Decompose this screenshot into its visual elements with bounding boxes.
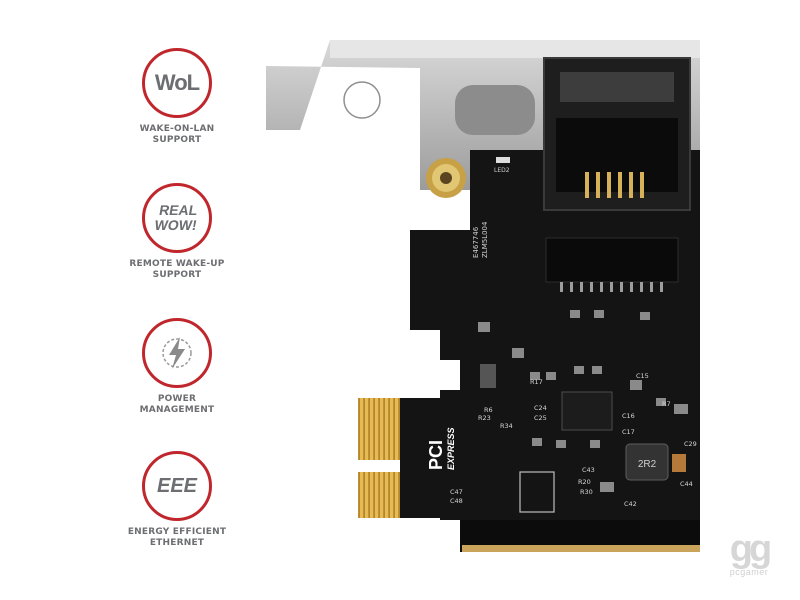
part-label: C24 (534, 404, 547, 412)
power-caption-line1: POWER (157, 394, 197, 404)
part-label: R20 (578, 478, 591, 486)
rj45-ethernet-port (543, 57, 691, 211)
wol-caption: WAKE-ON-LAN SUPPORT (118, 124, 236, 146)
lightning-chip-icon (162, 337, 192, 369)
wol-caption-line1: WAKE-ON-LAN (139, 124, 215, 134)
part-label: C25 (534, 414, 547, 422)
real-wow-caption: REMOTE WAKE-UP SUPPORT (118, 259, 236, 281)
part-label: R6 (484, 406, 493, 414)
led-label: LED2 (494, 167, 510, 174)
part-label: C17 (622, 428, 635, 436)
part-label: C44 (680, 480, 693, 488)
pcgamer-watermark: gg pcgamer (712, 528, 786, 577)
status-led (496, 157, 510, 163)
part-label: C29 (684, 440, 697, 448)
lan-transformer-chip (545, 237, 679, 292)
part-label: R17 (530, 378, 543, 386)
part-label: R30 (580, 488, 593, 496)
eee-icon: EEE (142, 451, 212, 521)
eee-caption-line1: ENERGY EFFICIENT (127, 527, 227, 537)
part-label: R7 (662, 400, 671, 408)
wol-caption-line2: SUPPORT (152, 135, 202, 145)
part-label: C48 (450, 497, 463, 505)
real-wow-caption-line1: REMOTE WAKE-UP (129, 259, 225, 269)
inductor-label: 2R2 (638, 459, 657, 470)
part-label: C42 (624, 500, 637, 508)
part-label: R23 (478, 414, 491, 422)
eee-caption-line2: ETHERNET (149, 538, 205, 548)
wol-badge-text: WoL (154, 70, 200, 95)
bracket-screw-hole (343, 81, 381, 119)
part-label: R34 (500, 422, 513, 430)
power-caption: POWER MANAGEMENT (118, 394, 236, 416)
part-label: C43 (582, 466, 595, 474)
feature-real-wow: REAL WOW! REMOTE WAKE-UP SUPPORT (118, 183, 236, 281)
real-wow-caption-line2: SUPPORT (152, 270, 202, 280)
smd-components (478, 310, 688, 492)
wol-icon: WoL (142, 48, 212, 118)
part-label: C47 (450, 488, 463, 496)
eee-badge-text: EEE (156, 474, 198, 497)
gg-logo: gg (729, 528, 772, 570)
feature-eee: EEE ENERGY EFFICIENT ETHERNET (118, 451, 236, 549)
pci-express-text: EXPRESS (446, 427, 456, 470)
power-management-icon (142, 318, 212, 388)
pci-logo-text: PCI (426, 440, 446, 470)
part-label: C15 (636, 372, 649, 380)
feature-power-management: POWER MANAGEMENT (118, 318, 236, 416)
eee-caption: ENERGY EFFICIENT ETHERNET (118, 527, 236, 549)
mounting-screw (426, 158, 466, 198)
real-wow-icon: REAL WOW! (142, 183, 212, 253)
inductor (625, 443, 669, 481)
ethernet-controller-chip (561, 391, 613, 431)
feature-wol: WoL WAKE-ON-LAN SUPPORT (118, 48, 236, 146)
power-caption-line2: MANAGEMENT (139, 405, 215, 415)
board-marking-1: E467746 (472, 226, 480, 258)
board-marking-2: ZLM5L004 (481, 221, 489, 258)
part-label: C16 (622, 412, 635, 420)
watermark-text: pcgamer (729, 567, 769, 577)
